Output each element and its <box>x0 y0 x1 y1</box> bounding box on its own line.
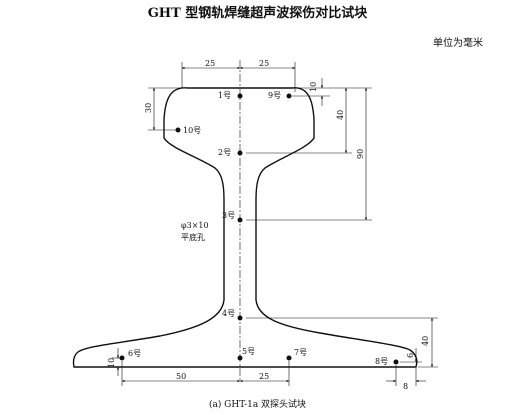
bottom-left-dimension-10 <box>112 348 120 376</box>
dim-right-90: 90 <box>356 149 365 159</box>
hole-10-dot <box>175 127 181 133</box>
bottom-dimension <box>121 361 290 386</box>
right-dimension-90 <box>246 87 372 221</box>
hole-9-dot <box>286 93 292 99</box>
hole-10-label: 10号 <box>183 126 201 135</box>
dim-top-right: 25 <box>259 59 269 68</box>
rail-outline <box>72 87 418 368</box>
hole-6-dot <box>119 355 125 361</box>
diagram-title: GHT 型钢轨焊缝超声波探伤对比试块 <box>147 6 368 21</box>
dim-head-left-30: 30 <box>144 103 153 113</box>
left-dimension-30 <box>148 87 186 131</box>
base-right-dimension-40 <box>246 317 438 368</box>
top-dimension <box>181 62 296 92</box>
hole-7-dot <box>286 355 292 361</box>
dim-right-10: 10 <box>309 82 318 92</box>
dim-base-right-6: 6 <box>406 353 415 358</box>
holes <box>119 93 399 365</box>
dim-base-right-40: 40 <box>421 336 430 346</box>
hole-7-label: 7号 <box>294 348 307 357</box>
hole-8-dot <box>393 359 399 365</box>
hole-5-dot <box>237 355 243 361</box>
dim-bottom-50: 50 <box>176 372 186 381</box>
hole-spec: φ3×10 <box>181 221 209 230</box>
unit-label: 单位为毫米 <box>433 38 483 49</box>
hole-1-label: 1号 <box>218 91 231 100</box>
hole-8-label: 8号 <box>375 357 388 366</box>
dim-right-40: 40 <box>336 110 345 120</box>
hole-9-label: 9号 <box>268 91 281 100</box>
base-right-dimension-6 <box>400 348 422 363</box>
dim-bottom-25: 25 <box>259 372 269 381</box>
dim-top-left: 25 <box>205 59 215 68</box>
dim-bottom-10: 10 <box>107 358 116 368</box>
right-dimension-10 <box>292 78 330 106</box>
hole-3-dot <box>237 217 243 223</box>
hole-5-label: 5号 <box>242 347 255 356</box>
hole-4-dot <box>237 315 243 321</box>
hole-4-label: 4号 <box>222 309 235 318</box>
hole-2-dot <box>237 150 243 156</box>
right-dimension-40 <box>246 87 352 154</box>
hole-6-label: 6号 <box>128 349 141 358</box>
hole-1-dot <box>237 93 243 99</box>
bottom-right-dimension-8 <box>386 365 426 386</box>
hole-3-label: 3号 <box>222 211 235 220</box>
hole-type: 平底孔 <box>181 232 205 242</box>
dim-bottom-8: 8 <box>403 382 408 391</box>
figure-caption: (a) GHT-1a 双探头试块 <box>208 400 307 410</box>
hole-2-label: 2号 <box>218 148 231 157</box>
